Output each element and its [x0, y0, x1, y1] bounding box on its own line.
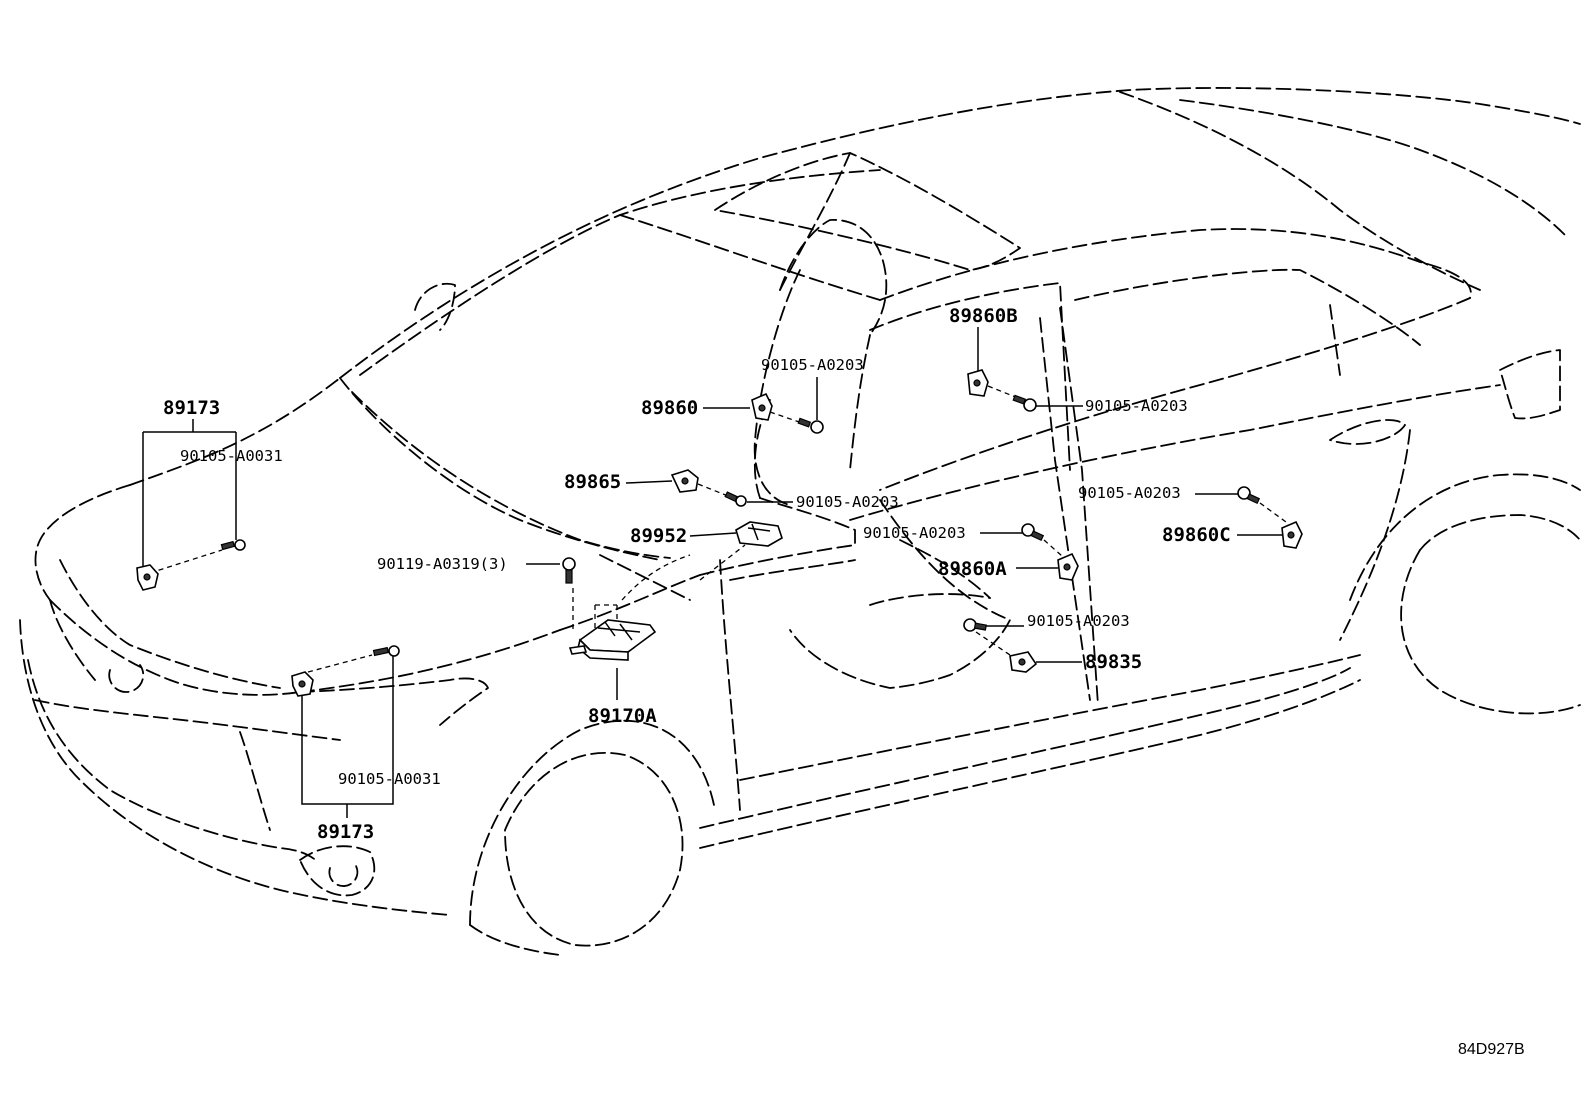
label-90105-A0203-d: 90105-A0203 — [863, 524, 966, 542]
vehicle-body-outline — [19, 87, 1581, 956]
label-89860: 89860 — [641, 397, 698, 419]
part-89173-bottom: 89173 90105-A0031 — [291, 645, 441, 843]
label-90105-A0203-f: 90105-A0203 — [1078, 484, 1181, 502]
label-89952: 89952 — [630, 525, 687, 547]
label-89835: 89835 — [1085, 651, 1142, 673]
bolt-90105-A0203-e-icon — [963, 618, 987, 632]
bolt-90105-A0203-b-icon — [797, 417, 824, 434]
part-89860B: 89860B 90105-A0203 — [949, 305, 1188, 415]
airbag-sensor-ecu-icon — [568, 619, 657, 661]
label-90105-A0031-bottom: 90105-A0031 — [338, 770, 441, 788]
part-89860: 89860 90105-A0203 — [641, 356, 864, 434]
label-89860B: 89860B — [949, 305, 1018, 327]
part-89835: 90105-A0203 89835 — [963, 612, 1142, 673]
part-89170A: 90119-A0319(3) 89170A — [377, 554, 691, 727]
label-90105-A0203-a: 90105-A0203 — [796, 493, 899, 511]
label-89860C: 89860C — [1162, 524, 1231, 546]
bolt-90105-A0203-f-icon — [1237, 486, 1261, 505]
part-89860A: 90105-A0203 89860A — [863, 523, 1079, 581]
sensor-89835-icon — [1009, 651, 1038, 673]
occupant-classification-ecu-icon — [735, 521, 783, 547]
part-89173-top: 89173 90105-A0031 — [136, 397, 283, 591]
label-89865: 89865 — [564, 471, 621, 493]
front-impact-sensor-top-icon — [136, 564, 159, 591]
part-89860C: 90105-A0203 89860C — [1078, 484, 1303, 549]
label-90119-A0319: 90119-A0319(3) — [377, 555, 508, 573]
label-90105-A0031-top: 90105-A0031 — [180, 447, 283, 465]
side-impact-sensor-89860-icon — [751, 392, 773, 421]
front-impact-sensor-bottom-icon — [291, 671, 314, 697]
part-89952: 89952 — [630, 521, 783, 581]
bolt-90105-A0203-c-icon — [1012, 394, 1037, 412]
label-89173-bottom: 89173 — [317, 821, 374, 843]
bolt-90105-A0203-d-icon — [1021, 523, 1045, 542]
bolt-90119-A0319-icon — [562, 557, 576, 584]
side-impact-sensor-89860B-icon — [967, 369, 989, 397]
label-89860A: 89860A — [938, 558, 1007, 580]
side-impact-sensor-89860A-icon — [1057, 552, 1079, 581]
label-90105-A0203-c: 90105-A0203 — [1085, 397, 1188, 415]
diagram-code: 84D927B — [1458, 1041, 1525, 1058]
label-90105-A0203-b: 90105-A0203 — [761, 356, 864, 374]
side-impact-sensor-89860C-icon — [1281, 520, 1303, 549]
label-90105-A0203-e: 90105-A0203 — [1027, 612, 1130, 630]
part-89865: 89865 90105-A0203 — [564, 469, 899, 511]
label-89170A: 89170A — [588, 705, 657, 727]
sensor-89865-icon — [670, 469, 699, 493]
bolt-90105-A0031-top-icon — [220, 539, 246, 551]
bolt-90105-A0031-bottom-icon — [372, 645, 400, 657]
bolt-90105-A0203-a-icon — [724, 491, 747, 507]
label-89173-top: 89173 — [163, 397, 220, 419]
